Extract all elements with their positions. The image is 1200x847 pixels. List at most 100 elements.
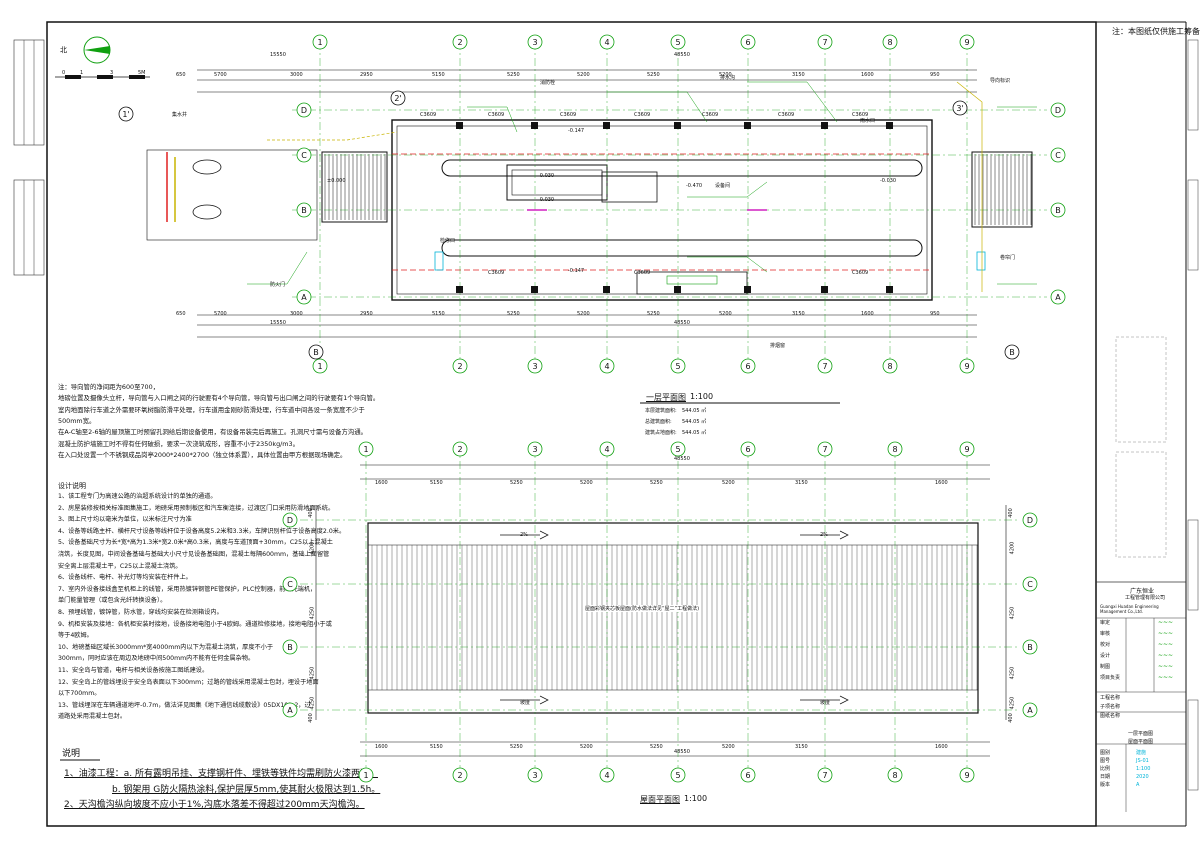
axis-top-8: 8 bbox=[882, 34, 898, 50]
tb-drawing-name-2: 屋面平面图 bbox=[1128, 739, 1154, 745]
axis-bottom-5: 5 bbox=[670, 358, 686, 374]
seg-dim-bottom-2: 3000 bbox=[290, 311, 303, 317]
roof-axis-top-3: 3 bbox=[527, 441, 543, 457]
roof-side-dim-r-4: 4250 bbox=[1009, 696, 1016, 710]
seg-dim-top-10: 1600 bbox=[861, 72, 874, 78]
general-note-5: 混凝土防护墙施工时不得有任何破损，要求一次浇筑成形，容重不小于2350kg/m3… bbox=[58, 439, 299, 448]
axis-right-C: C bbox=[1050, 147, 1066, 163]
roof-axis-right-A: A bbox=[1022, 702, 1038, 718]
roof-side-dim-r-1: 4200 bbox=[1009, 541, 1016, 555]
axis-bottom-3: 3 bbox=[527, 358, 543, 374]
roof-axis-top-2: 2 bbox=[452, 441, 468, 457]
elev-4: -0.030 bbox=[538, 197, 555, 203]
tb-signature-2: ~~~ bbox=[1158, 641, 1174, 648]
dim-48550-bottom: 48550 bbox=[674, 320, 690, 326]
roof-axis-right-C: C bbox=[1022, 576, 1038, 592]
design-note-7: 6、设备线杆、电杆、补光灯等均安装在杆件上。 bbox=[58, 574, 192, 582]
tb-footer-label-2: 比例 bbox=[1100, 766, 1111, 772]
dim-48550-top: 48550 bbox=[674, 52, 690, 58]
roof-side-dim-3: 4250 bbox=[309, 666, 316, 680]
roof-seg-dim-bottom-2: 5250 bbox=[510, 744, 523, 750]
axis-right-D: D bbox=[1050, 102, 1066, 118]
svg-text:2: 2 bbox=[457, 38, 462, 47]
plan2-scale: 1:100 bbox=[684, 794, 708, 803]
roof-seg-dim-top-1: 5150 bbox=[430, 480, 443, 486]
roof-seg-dim-bottom-6: 3150 bbox=[795, 744, 808, 750]
room-label-7: C3609 bbox=[488, 270, 505, 276]
room-label-9: C3609 bbox=[852, 270, 869, 276]
design-note-12: 等于4欧姆。 bbox=[58, 632, 93, 640]
design-note-9: 单门能量管理（或包含光纤转换设备）。 bbox=[58, 597, 167, 605]
roof-seg-dim-bottom-4: 5250 bbox=[650, 744, 663, 750]
axis-extra-3: 3' bbox=[952, 100, 968, 116]
axis-left-C: C bbox=[296, 147, 312, 163]
svg-text:9: 9 bbox=[964, 362, 969, 371]
area-label-2: 建筑占地面积: bbox=[645, 430, 677, 436]
roof-axis-bottom-7: 7 bbox=[817, 767, 833, 783]
svg-text:D: D bbox=[1055, 106, 1061, 115]
axis-bottom-2: 2 bbox=[452, 358, 468, 374]
room-label-6: C3609 bbox=[852, 112, 869, 118]
tb-footer-label-3: 日期 bbox=[1100, 774, 1111, 780]
tb-signature-3: ~~~ bbox=[1158, 652, 1174, 659]
axis-left-B: B bbox=[296, 202, 312, 218]
tb-signature-4: ~~~ bbox=[1158, 663, 1174, 670]
room-label-0: C3609 bbox=[420, 112, 437, 118]
design-note-14: 300mm，同时应该在周边及地磅中间500mm内不能有任何金属杂物。 bbox=[58, 655, 255, 663]
tb-role-2: 校对 bbox=[1100, 642, 1111, 648]
design-note-4: 5、设备基础尺寸为长*宽*高为1.3米*宽2.0米*高0.3米，高度与车道顶面+… bbox=[58, 539, 333, 547]
roof-seg-dim-top-6: 3150 bbox=[795, 480, 808, 486]
svg-text:1: 1 bbox=[317, 362, 322, 371]
roof-axis-bottom-8: 8 bbox=[887, 767, 903, 783]
svg-text:7: 7 bbox=[822, 771, 827, 780]
svg-text:3: 3 bbox=[532, 362, 537, 371]
svg-text:B: B bbox=[301, 206, 307, 215]
area-value-0: 544.05 ㎡ bbox=[682, 408, 707, 414]
svg-text:A: A bbox=[301, 293, 307, 302]
roof-axis-bottom-9: 9 bbox=[959, 767, 975, 783]
axis-bottom-4: 4 bbox=[599, 358, 615, 374]
design-note-13: 10、地磅基础区域长3000mm*宽4000mm内以下为混凝土浇筑，厚度不小于 bbox=[58, 643, 274, 651]
tb-footer-label-4: 版本 bbox=[1100, 782, 1111, 788]
axis-extra-B2: B bbox=[1004, 344, 1020, 360]
svg-text:B: B bbox=[313, 348, 319, 357]
roof-axis-bottom-6: 6 bbox=[740, 767, 756, 783]
roof-axis-top-6: 6 bbox=[740, 441, 756, 457]
general-note-6: 在入口处设置一个不锈钢成品岗亭2000*2400*2700（独立体系置），具体位… bbox=[58, 450, 347, 459]
seg-dim-top-1: 5700 bbox=[214, 72, 227, 78]
svg-text:3: 3 bbox=[532, 771, 537, 780]
design-note-1: 2、房屋装修按相关标准图集施工，地磅采用预制板区和汽车衡连接，过渡区门口采用防滑… bbox=[58, 504, 335, 512]
svg-text:5: 5 bbox=[675, 771, 680, 780]
area-label-0: 本层建筑面积: bbox=[645, 408, 677, 414]
svg-text:C: C bbox=[301, 151, 307, 160]
axis-right-B: B bbox=[1050, 202, 1066, 218]
design-note-17: 以下700mm。 bbox=[58, 690, 101, 698]
seg-dim-bottom-10: 1600 bbox=[861, 311, 874, 317]
roof-seg-dim-top-5: 5200 bbox=[722, 480, 735, 486]
scale-0: 0 bbox=[62, 70, 66, 76]
seg-dim-top-8: 5200 bbox=[719, 72, 732, 78]
roof-axis-left-A: A bbox=[282, 702, 298, 718]
roof-total-dim-bottom: 48550 bbox=[674, 749, 690, 755]
seg-dim-top-6: 5200 bbox=[577, 72, 590, 78]
roof-axis-top-7: 7 bbox=[817, 441, 833, 457]
roof-slope-0: 2% bbox=[520, 532, 528, 538]
roof-seg-dim-bottom-3: 5200 bbox=[580, 744, 593, 750]
axis-top-5: 5 bbox=[670, 34, 686, 50]
svg-text:6: 6 bbox=[745, 445, 750, 454]
svg-text:4: 4 bbox=[604, 38, 609, 47]
svg-text:5: 5 bbox=[675, 362, 680, 371]
title-block-frame bbox=[1096, 336, 1186, 812]
roof-axis-top-4: 4 bbox=[599, 441, 615, 457]
design-note-8: 7、室内外设备接线盒至机柜上的线管，采用热镀锌钢管PE管保护，PLC控制器，前端… bbox=[58, 585, 317, 593]
axis-left-D: D bbox=[296, 102, 312, 118]
design-note-5: 浇筑，长度见图，中间设备基础与基础大小尺寸见设备基础图，混凝土每隔600mm，基… bbox=[58, 551, 330, 558]
roof-center-note: 屋面彩钢夹芯板屋面(防水做法详见“屋二”工程做法) bbox=[585, 605, 700, 612]
callout-8: 卷帘门 bbox=[1000, 255, 1016, 261]
scale-1: 1 bbox=[80, 70, 84, 76]
remark-1: b. 钢架用 G防火隔热涂料,保护层厚5mm,使其耐火极限达到1.5h。 bbox=[112, 785, 381, 795]
svg-text:4: 4 bbox=[604, 362, 609, 371]
svg-text:B: B bbox=[287, 643, 293, 652]
design-note-0: 1、该工程专门为高速公路的治超系统设计的单独的通道。 bbox=[58, 493, 217, 500]
